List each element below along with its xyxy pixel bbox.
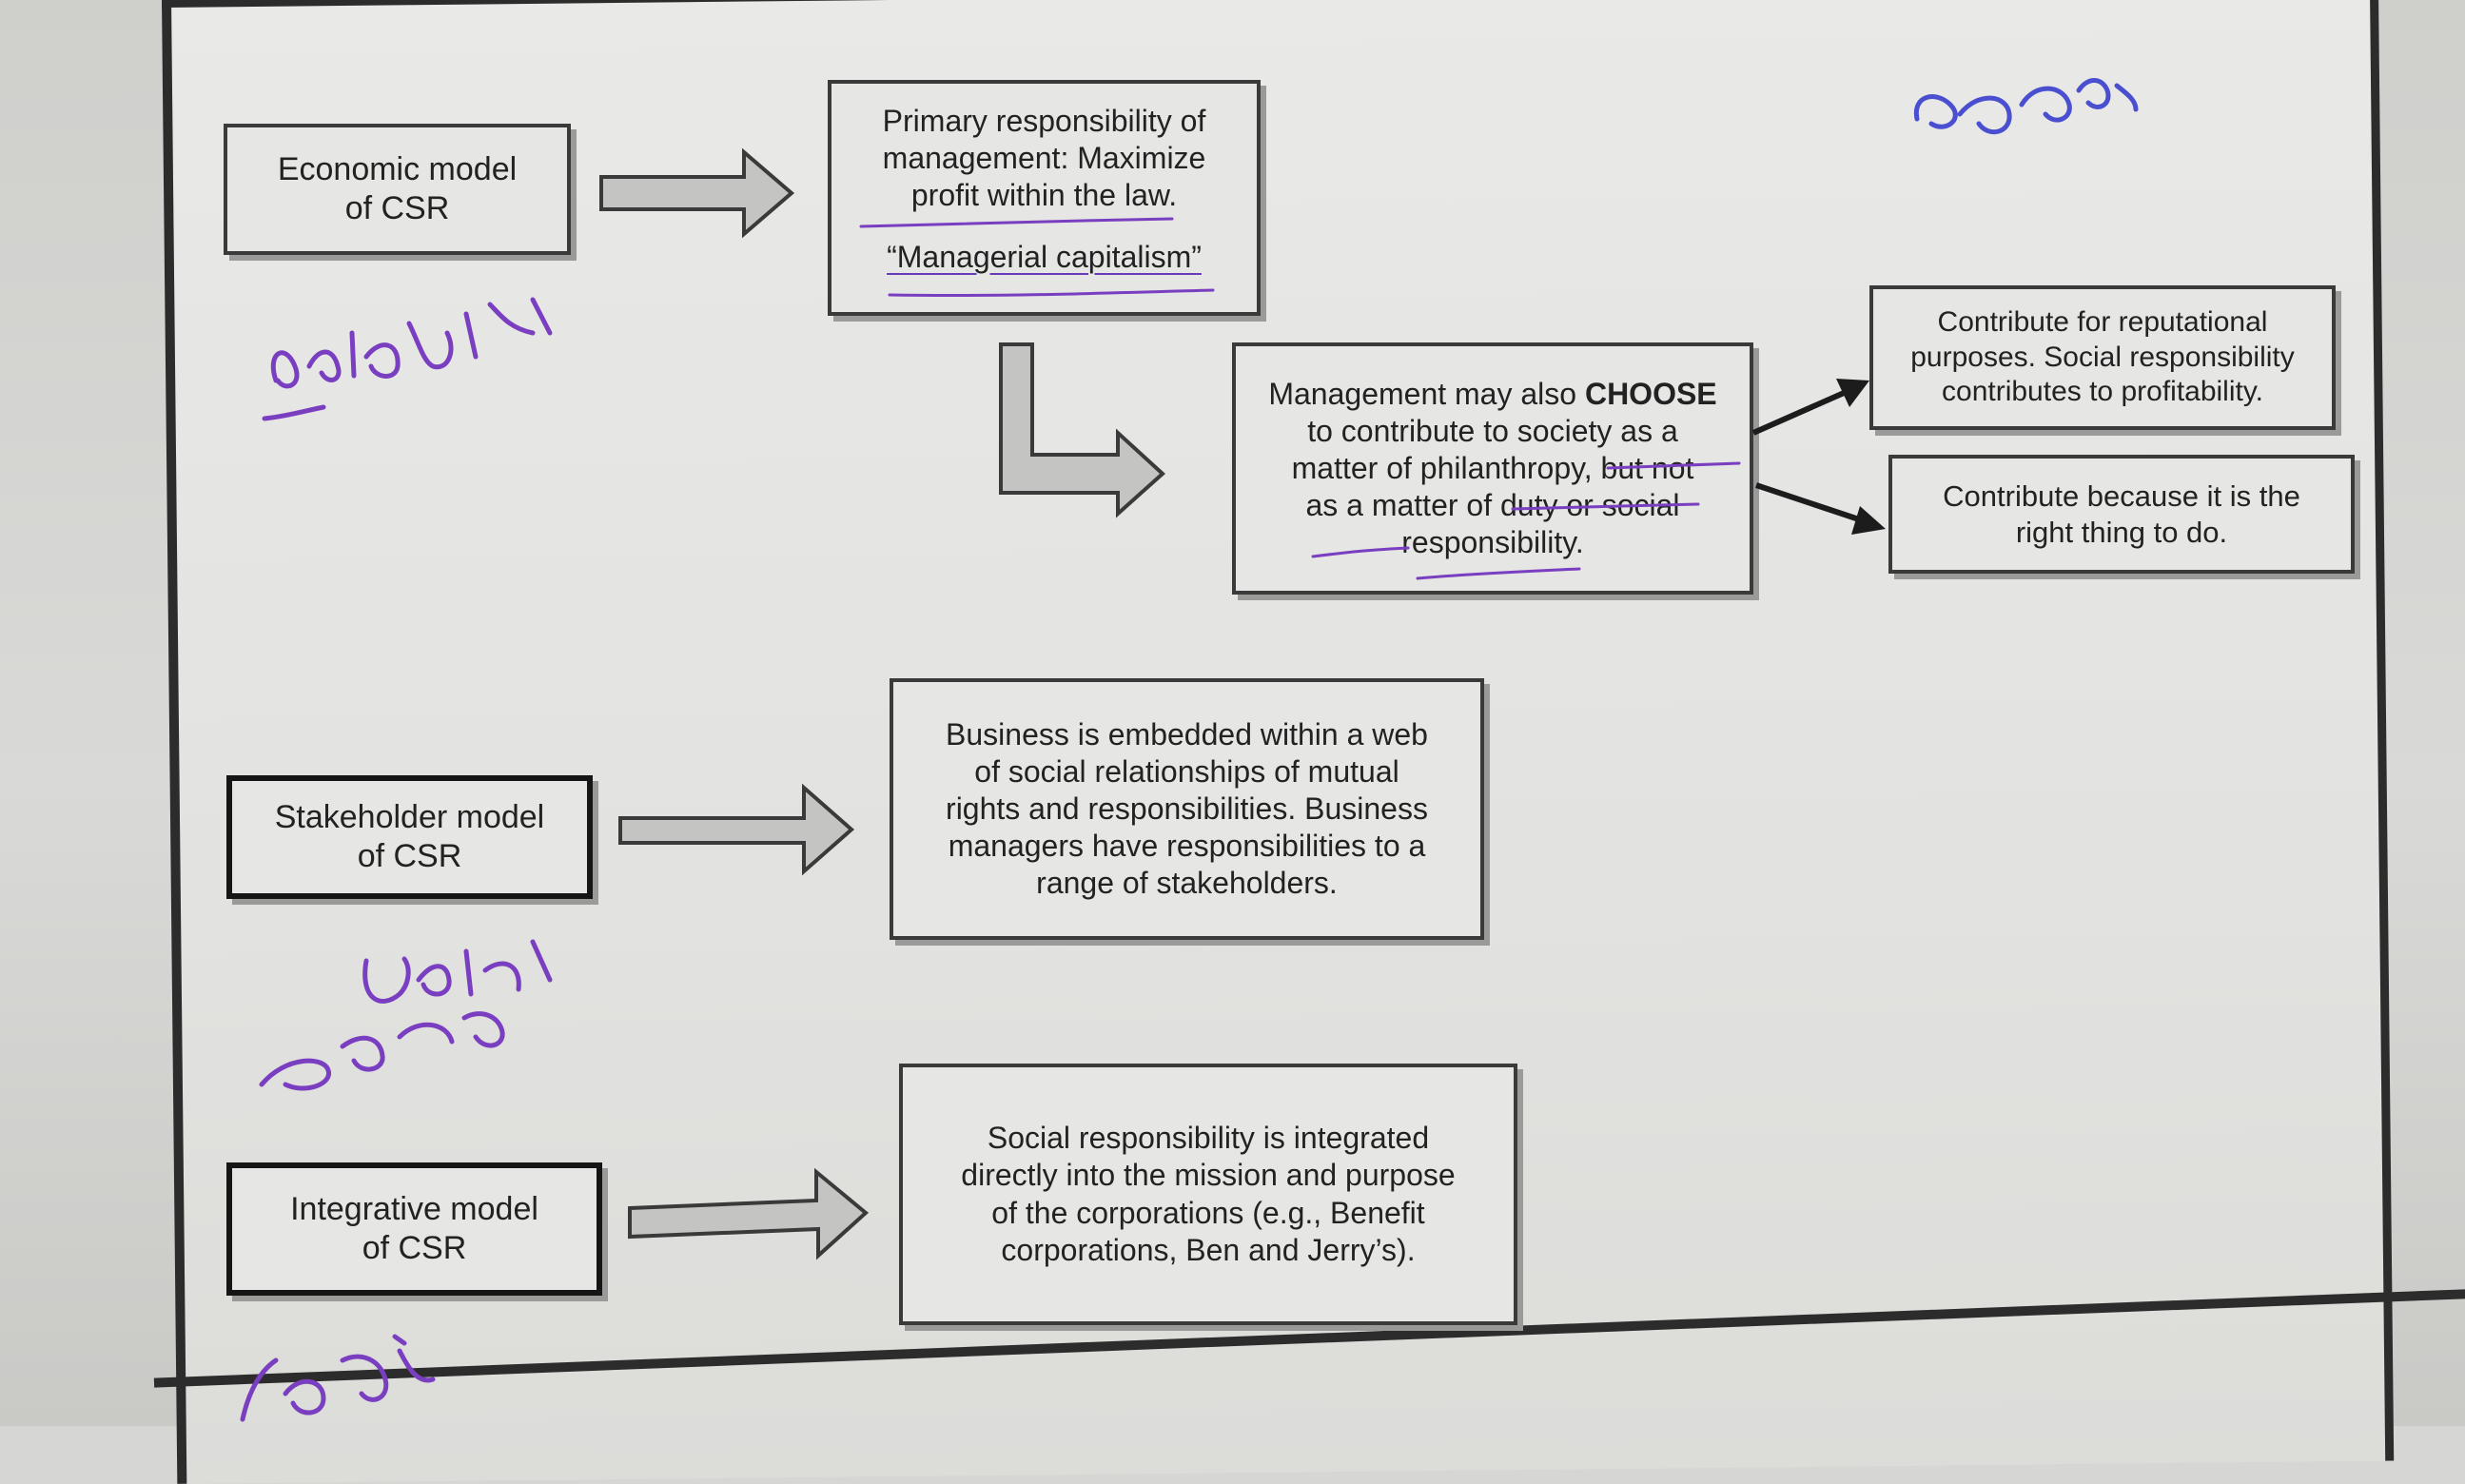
primary-responsibility-box: Primary responsibility of management: Ma… bbox=[828, 80, 1261, 316]
management-choose-text: Management may also CHOOSE to contribute… bbox=[1268, 376, 1716, 561]
arrow-integrative-to-description bbox=[628, 1167, 870, 1260]
handwritten-annotation-integrative bbox=[240, 1334, 436, 1422]
arrow-economic-to-responsibility bbox=[599, 147, 795, 239]
reputational-text: Contribute for reputational purposes. So… bbox=[1910, 306, 2295, 408]
stakeholder-model-label: Stakeholder model of CSR bbox=[274, 798, 545, 874]
arrow-stakeholder-to-description bbox=[618, 783, 855, 876]
reputational-box: Contribute for reputational purposes. So… bbox=[1869, 285, 2336, 430]
handwritten-annotation-economic bbox=[262, 297, 553, 421]
stakeholder-model-box: Stakeholder model of CSR bbox=[226, 775, 593, 899]
integrative-model-box: Integrative model of CSR bbox=[226, 1162, 602, 1296]
handwritten-annotation-stakeholder bbox=[259, 939, 553, 1091]
choose-pre: Management may also bbox=[1268, 376, 1585, 411]
integrative-description-box: Social responsibility is integrated dire… bbox=[899, 1064, 1517, 1325]
primary-responsibility-text: Primary responsibility of management: Ma… bbox=[882, 104, 1206, 213]
handwritten-annotation-top-right bbox=[1913, 78, 2139, 135]
managerial-capitalism-text: “Managerial capitalism” bbox=[887, 240, 1202, 275]
management-choose-box: Management may also CHOOSE to contribute… bbox=[1232, 342, 1753, 595]
right-thing-box: Contribute because it is the right thing… bbox=[1888, 455, 2355, 574]
stakeholder-description-box: Business is embedded within a web of soc… bbox=[890, 678, 1484, 940]
integrative-model-label: Integrative model of CSR bbox=[290, 1190, 538, 1266]
arrow-responsibility-to-choose bbox=[999, 342, 1165, 518]
arrow-choose-to-reputational bbox=[1751, 379, 1869, 436]
right-thing-text: Contribute because it is the right thing… bbox=[1943, 478, 2300, 549]
choose-bold: CHOOSE bbox=[1584, 376, 1717, 411]
connector-layer bbox=[240, 78, 2139, 1422]
arrow-choose-to-right-thing bbox=[1755, 482, 1886, 535]
ink-underlines bbox=[859, 217, 1741, 580]
economic-model-label: Economic model of CSR bbox=[277, 150, 518, 226]
economic-model-box: Economic model of CSR bbox=[224, 124, 571, 255]
stakeholder-description-text: Business is embedded within a web of soc… bbox=[946, 716, 1428, 901]
choose-post: to contribute to society as a matter of … bbox=[1291, 413, 1694, 560]
integrative-description-text: Social responsibility is integrated dire… bbox=[961, 1121, 1456, 1267]
